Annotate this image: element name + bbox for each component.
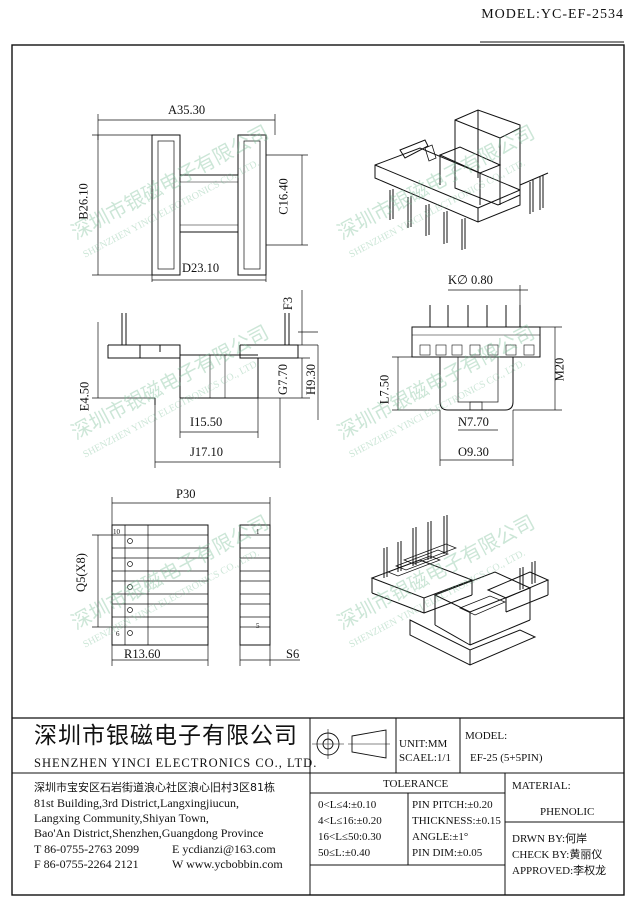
dim-n: N7.70 xyxy=(458,415,489,429)
pin-spec-row: PIN DIM:±0.05 xyxy=(412,847,483,859)
sheet-border xyxy=(11,44,625,896)
company-name-cn: 深圳市银磁电子有限公司 xyxy=(34,723,298,749)
approved-by: APPROVED:李权龙 xyxy=(512,865,607,877)
address-line: 深圳市宝安区石岩街道浪心社区浪心旧村3区81栋 xyxy=(34,781,275,794)
pin-label: 6 xyxy=(116,630,120,638)
tolerance-row: 0<L≤4:±0.10 xyxy=(318,799,377,811)
tolerance-title: TOLERANCE xyxy=(383,778,449,790)
view-side-left xyxy=(92,290,319,468)
dim-f: F3 xyxy=(281,296,296,311)
tolerance-row: 50≤L:±0.40 xyxy=(318,847,371,859)
model-value: EF-25 (5+5PIN) xyxy=(470,752,543,764)
dim-o: O9.30 xyxy=(458,445,489,459)
dim-m: M20 xyxy=(552,357,567,382)
pin-label: 1 xyxy=(256,528,260,536)
material-label: MATERIAL: xyxy=(512,780,571,792)
unit: UNIT:MM xyxy=(399,738,448,750)
dim-i: I15.50 xyxy=(190,415,223,429)
dim-k: K∅ 0.80 xyxy=(448,273,493,287)
address-line: Bao'An District,Shenzhen,Guangdong Provi… xyxy=(34,826,264,840)
dim-d: D23.10 xyxy=(182,261,220,275)
dim-s: S6 xyxy=(286,647,300,661)
model-header: MODEL:YC-EF-2534 xyxy=(481,7,624,22)
model-label: MODEL: xyxy=(465,730,508,742)
dim-r: R13.60 xyxy=(124,647,161,661)
pin-spec-row: PIN PITCH:±0.20 xyxy=(412,799,493,811)
tolerance-row: 16<L≤50:0.30 xyxy=(318,831,382,843)
dim-j: J17.10 xyxy=(190,445,223,459)
dim-e: E4.50 xyxy=(77,381,92,412)
tolerance-row: 4<L≤16:±0.20 xyxy=(318,815,382,827)
check-by: CHECK BY:黄丽仪 xyxy=(512,849,603,861)
address-line: Langxing Community,Shiyan Town, xyxy=(34,811,209,825)
email: E ycdianzi@163.com xyxy=(172,842,276,856)
dim-g: G7.70 xyxy=(275,364,290,395)
scale: SCAEL:1/1 xyxy=(399,752,451,764)
website: W www.ycbobbin.com xyxy=(172,857,283,871)
pin-spec-row: THICKNESS:±0.15 xyxy=(412,815,501,827)
view-front-right xyxy=(392,285,562,466)
drawn-by: DRWN BY:何岸 xyxy=(512,833,588,845)
address-line: 81st Building,3rd District,Langxingjiucu… xyxy=(34,796,239,810)
fax: F 86-0755-2264 2121 xyxy=(34,857,139,871)
dim-a: A35.30 xyxy=(168,103,206,117)
title-block-lines xyxy=(12,717,624,895)
view-isometric-bottom xyxy=(370,515,550,666)
tel: T 86-0755-2763 2099 xyxy=(34,842,140,856)
view-isometric-top xyxy=(374,109,549,250)
material-value: PHENOLIC xyxy=(540,806,595,818)
dim-p: P30 xyxy=(176,487,196,501)
view-top-left xyxy=(92,114,308,282)
view-bottom-left xyxy=(92,497,300,666)
pin-label: 5 xyxy=(256,622,260,630)
pin-label: 10 xyxy=(113,528,120,536)
dim-b: B26.10 xyxy=(76,183,91,220)
pin-spec-row: ANGLE:±1° xyxy=(412,831,469,843)
company-name-en: SHENZHEN YINCI ELECTRONICS CO., LTD. xyxy=(34,756,318,770)
dim-q: Q5(X8) xyxy=(73,553,88,592)
dim-h: H9.30 xyxy=(303,364,318,395)
dim-l: L7.50 xyxy=(377,374,392,405)
dim-c: C16.40 xyxy=(276,178,291,215)
